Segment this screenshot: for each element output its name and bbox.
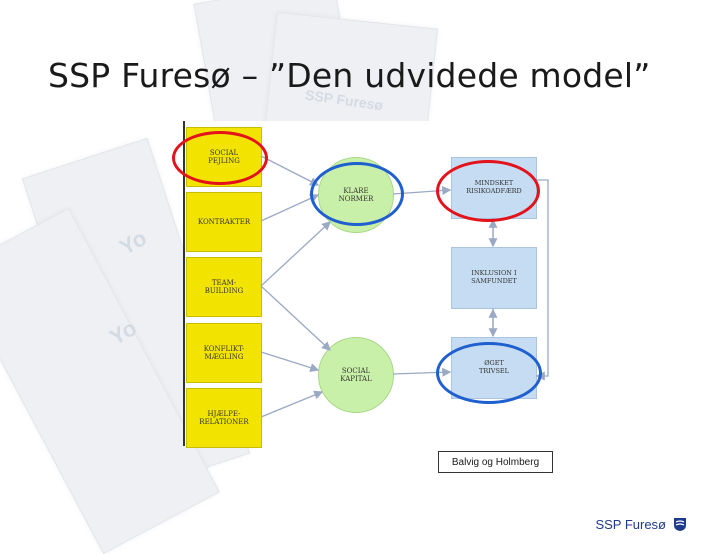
slide-title: SSP Furesø – ”Den udvidede model” xyxy=(48,56,651,95)
diagram-left-border xyxy=(183,121,185,446)
blue-highlight-oget-trivsel xyxy=(436,342,542,404)
footer-logo: SSP Furesø xyxy=(595,516,688,532)
right-box-inklusion-i-samfundet: INKLUSION I SAMFUNDET xyxy=(451,247,537,309)
circle-social-kapital: SOCIAL KAPITAL xyxy=(318,337,394,413)
arrow-kontrakter-to-normer xyxy=(260,194,320,222)
left-box-kontrakter: KONTRAKTER xyxy=(186,192,262,252)
footer-brand-text: SSP Furesø xyxy=(595,516,666,532)
red-highlight-mindsket-risikoadfaerd xyxy=(436,160,540,222)
left-box-konflikt-maegling: KONFLIKT- MÆGLING xyxy=(186,323,262,383)
arrow-hjaelpe-to-kapital xyxy=(260,390,324,418)
shield-icon xyxy=(674,518,686,531)
blue-highlight-klare-normer xyxy=(310,162,404,226)
left-box-hjaelpe-relationer: HJÆLPE- RELATIONER xyxy=(186,388,262,448)
left-box-team-building: TEAM- BUILDING xyxy=(186,257,262,317)
arrow-team-to-normer xyxy=(260,221,331,287)
arrow-feedback-loop xyxy=(535,179,549,381)
arrow-pejling-to-normer xyxy=(260,155,320,186)
red-highlight-social-pejling xyxy=(172,131,268,185)
arrow-team-to-kapital xyxy=(260,285,331,351)
diagram-arrows xyxy=(260,155,549,418)
source-label: Balvig og Holmberg xyxy=(438,451,553,473)
arrow-konflikt-to-kapital xyxy=(260,351,320,372)
